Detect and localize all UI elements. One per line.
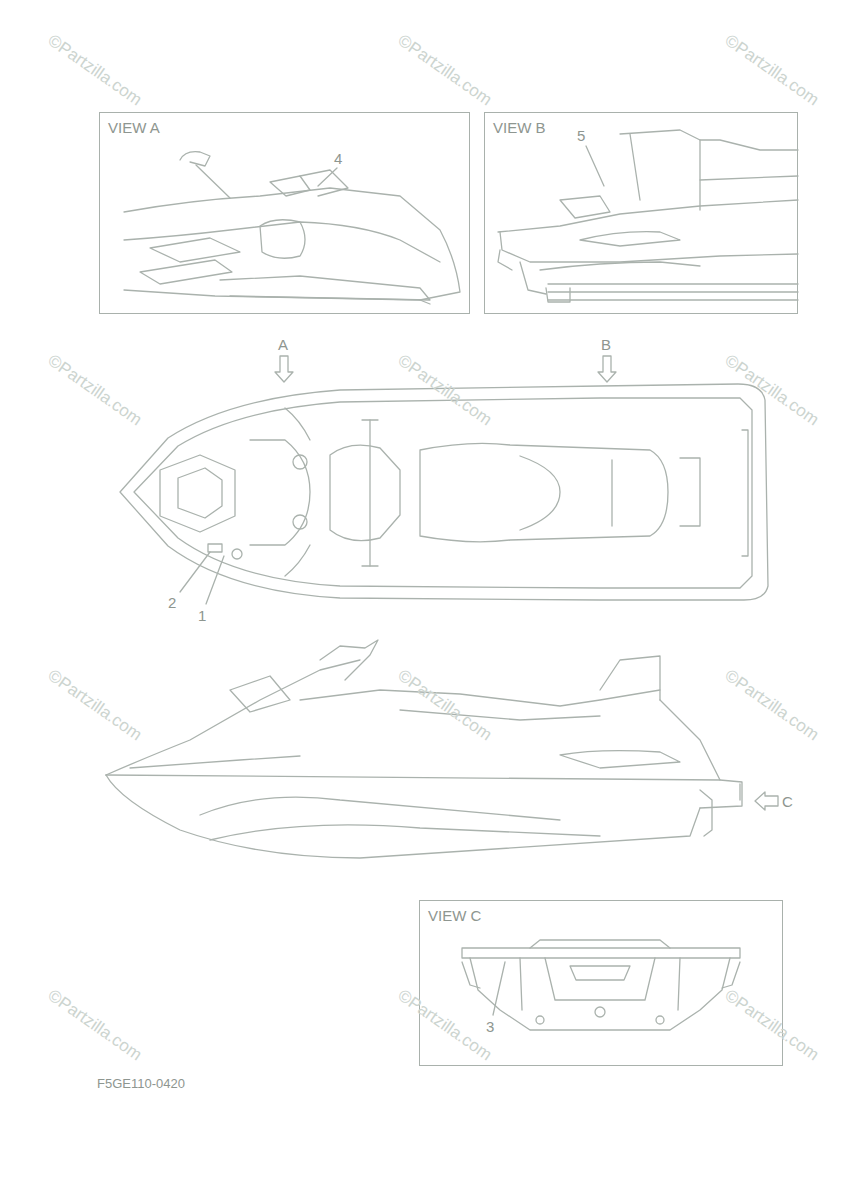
watermark: ©Partzilla.com <box>45 987 145 1064</box>
view-box: VIEW B <box>484 112 798 314</box>
callout-number: A <box>278 337 288 352</box>
side-view-figure <box>106 640 778 858</box>
watermark: ©Partzilla.com <box>45 352 145 429</box>
view-heading: VIEW B <box>493 119 546 136</box>
watermark: ©Partzilla.com <box>722 987 822 1064</box>
leader-lines <box>180 146 604 1015</box>
drawing-code: F5GE110-0420 <box>97 1077 185 1090</box>
watermark: ©Partzilla.com <box>395 667 495 744</box>
callout-number: 4 <box>334 151 342 166</box>
view-b-figure <box>498 130 798 302</box>
view-a-figure <box>124 152 460 304</box>
watermark: ©Partzilla.com <box>395 352 495 429</box>
callout-number: 2 <box>168 595 176 610</box>
callout-number: 3 <box>486 1019 494 1034</box>
watermark: ©Partzilla.com <box>722 352 822 429</box>
view-box: VIEW A <box>99 112 470 314</box>
watermark: ©Partzilla.com <box>722 32 822 109</box>
view-heading: VIEW A <box>108 119 160 136</box>
callout-number: B <box>601 337 611 352</box>
callout-number: C <box>782 794 793 809</box>
watermark: ©Partzilla.com <box>722 667 822 744</box>
view-heading: VIEW C <box>428 907 481 924</box>
watermark: ©Partzilla.com <box>395 32 495 109</box>
watermark: ©Partzilla.com <box>395 987 495 1064</box>
callout-number: 1 <box>198 608 206 623</box>
view-c-figure <box>462 940 740 1030</box>
watermark: ©Partzilla.com <box>45 32 145 109</box>
watermark: ©Partzilla.com <box>45 667 145 744</box>
callout-number: 5 <box>577 128 585 143</box>
